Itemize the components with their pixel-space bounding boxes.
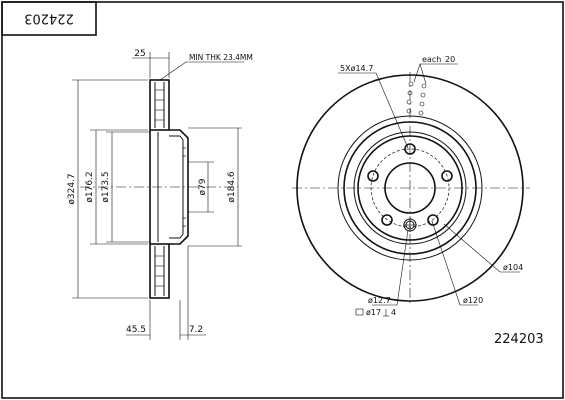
bolt-holes [367,143,453,226]
dim-small-hole: ø12.7 [368,296,391,305]
counterbore-label: ø17 [366,308,381,317]
counterbore-icon [355,308,364,316]
dim-offset: 45.5 [126,325,146,335]
dim-pcd: ø120 [463,296,483,305]
dim-hat-outer: ø176.2 [85,171,95,202]
dim-center-bore: ø79 [198,178,208,195]
min-thickness-label: MIN THK 23.4MM [189,53,253,62]
cross-drill-pattern [406,81,427,116]
each-label: each [422,55,441,64]
dim-hub: ø104 [503,263,523,272]
dim-hat-diameter: ø184.6 [227,171,237,203]
dim-top-width: 25 [134,49,145,59]
small-holes [403,218,417,232]
bolt-holes-label: 5Xø14.7 [340,64,373,73]
dim-outer-diameter: ø324.7 [67,173,77,204]
counterbore-depth: 4 [391,308,396,317]
part-number: 224203 [494,332,544,347]
title-box: 224203 [1,1,97,36]
center-bore [384,162,436,214]
dim-hat-inner: ø173.5 [101,171,111,202]
outer-disc [296,74,524,302]
part-number-rotated: 224203 [24,11,74,26]
front-view: 5Xø14.7 each 20 ø104 ø120 ø12.7 ø17 4 [292,55,530,317]
each-value: 20 [445,55,455,64]
side-view: 25 MIN THK 23.4MM ø324.7 ø176.2 ø173.5 ø… [67,49,253,340]
dim-hat-thickness: 7.2 [189,325,203,335]
depth-icon [383,309,389,317]
